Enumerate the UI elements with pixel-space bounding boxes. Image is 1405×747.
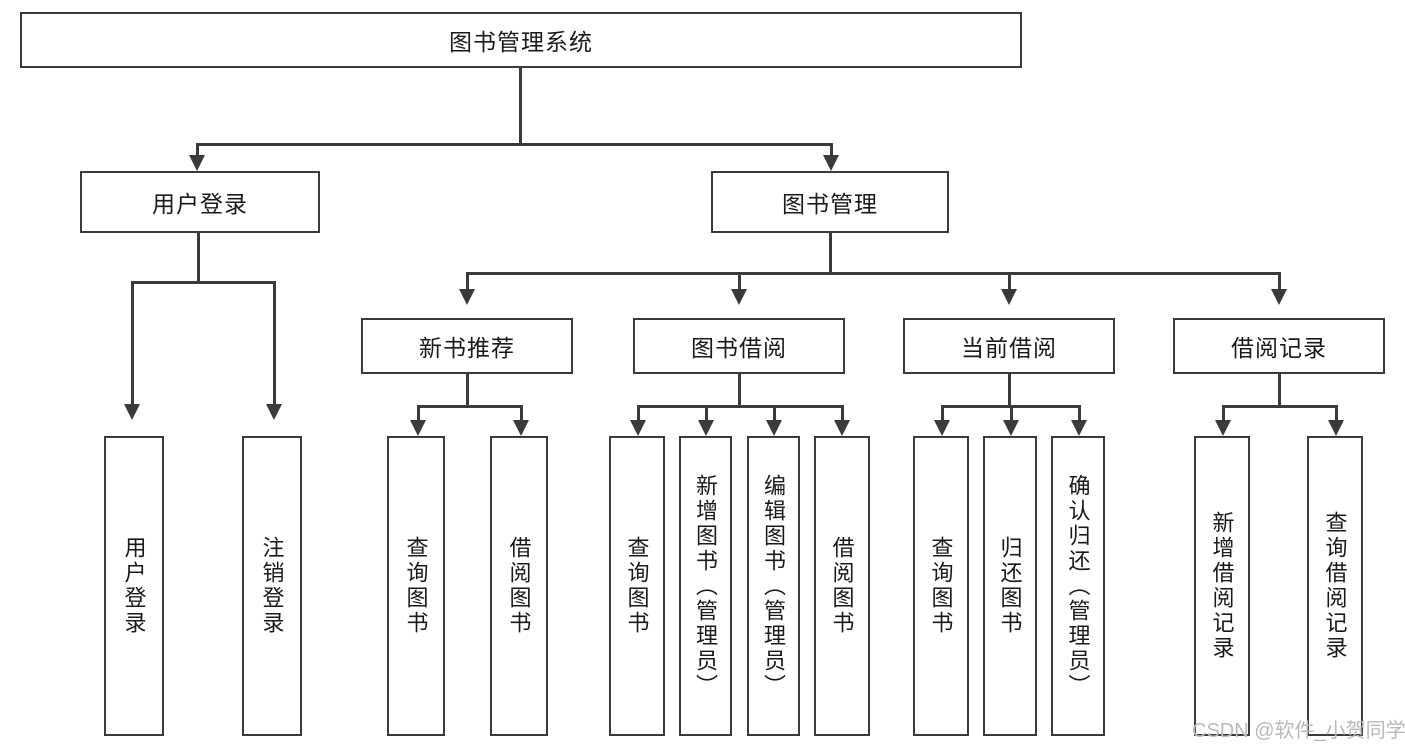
arrow-to-leaf-confirm-return bbox=[1071, 420, 1087, 436]
edge-bb-drop-1 bbox=[637, 405, 640, 423]
edge-root-bus bbox=[196, 143, 833, 146]
edge-bm-drop-2 bbox=[738, 272, 741, 292]
leaf-confirm-return-label: 确认归还（管理员） bbox=[1065, 473, 1091, 699]
edge-root-to-book-manage bbox=[830, 143, 833, 159]
edge-cb-drop-2 bbox=[1010, 405, 1013, 423]
leaf-borrow-book-2[interactable]: 借阅图书 bbox=[814, 436, 870, 736]
leaf-query-book-1-label: 查询图书 bbox=[403, 536, 429, 636]
leaf-borrow-book-2-label: 借阅图书 bbox=[829, 536, 855, 636]
edge-nbr-trunk bbox=[466, 374, 469, 408]
arrow-to-book-borrow bbox=[731, 289, 747, 305]
arrow-to-new-book-recommend bbox=[459, 289, 475, 305]
edge-root-trunk bbox=[519, 68, 522, 144]
leaf-query-record[interactable]: 查询借阅记录 bbox=[1307, 436, 1363, 736]
leaf-edit-book-label: 编辑图书（管理员） bbox=[761, 473, 787, 699]
arrow-to-leaf-query-book-1 bbox=[410, 420, 426, 436]
csdn-watermark: CSDN @软件_小贺同学 bbox=[1192, 720, 1405, 742]
leaf-add-book-label: 新增图书（管理员） bbox=[693, 473, 719, 699]
leaf-user-login[interactable]: 用户登录 bbox=[104, 436, 164, 736]
arrow-to-leaf-query-book-2 bbox=[630, 420, 646, 436]
leaf-query-book-3[interactable]: 查询图书 bbox=[913, 436, 969, 736]
leaf-borrow-book-1[interactable]: 借阅图书 bbox=[490, 436, 548, 736]
node-book-manage[interactable]: 图书管理 bbox=[711, 171, 949, 233]
leaf-query-record-label: 查询借阅记录 bbox=[1322, 511, 1348, 661]
edge-nbr-drop-2 bbox=[520, 405, 523, 423]
arrow-to-leaf-add-record bbox=[1215, 420, 1231, 436]
edge-br-trunk bbox=[1278, 374, 1281, 408]
edge-user-login-bus bbox=[131, 281, 276, 284]
arrow-root-to-book-manage bbox=[823, 155, 839, 171]
node-user-login[interactable]: 用户登录 bbox=[80, 171, 320, 233]
edge-root-to-user-login bbox=[196, 143, 199, 159]
edge-cb-trunk bbox=[1008, 374, 1011, 408]
edge-bm-drop-1 bbox=[466, 272, 469, 292]
node-borrow-record-label: 借阅记录 bbox=[1231, 335, 1327, 361]
node-borrow-record[interactable]: 借阅记录 bbox=[1173, 318, 1385, 374]
edge-book-manage-trunk bbox=[829, 233, 832, 275]
edge-user-login-drop-2 bbox=[273, 281, 276, 407]
node-current-borrow[interactable]: 当前借阅 bbox=[903, 318, 1115, 374]
edge-br-drop-1 bbox=[1222, 405, 1225, 423]
edge-book-manage-bus bbox=[466, 272, 1281, 275]
edge-nbr-drop-1 bbox=[417, 405, 420, 423]
node-book-borrow-label: 图书借阅 bbox=[691, 335, 787, 361]
leaf-user-login-label: 用户登录 bbox=[121, 536, 147, 636]
edge-bm-drop-4 bbox=[1278, 272, 1281, 292]
leaf-query-book-3-label: 查询图书 bbox=[928, 536, 954, 636]
edge-bb-trunk bbox=[738, 374, 741, 408]
leaf-return-book-label: 归还图书 bbox=[997, 536, 1023, 636]
leaf-edit-book[interactable]: 编辑图书（管理员） bbox=[747, 436, 800, 736]
arrow-to-leaf-query-book-3 bbox=[934, 420, 950, 436]
arrow-to-leaf-add-book bbox=[698, 420, 714, 436]
arrow-to-leaf-query-record bbox=[1328, 420, 1344, 436]
edge-user-login-trunk bbox=[197, 233, 200, 283]
leaf-borrow-book-1-label: 借阅图书 bbox=[506, 536, 532, 636]
node-root-label: 图书管理系统 bbox=[449, 29, 593, 55]
leaf-logout[interactable]: 注销登录 bbox=[242, 436, 302, 736]
node-root[interactable]: 图书管理系统 bbox=[20, 12, 1022, 68]
arrow-to-current-borrow bbox=[1001, 289, 1017, 305]
leaf-add-book[interactable]: 新增图书（管理员） bbox=[679, 436, 732, 736]
edge-bb-drop-3 bbox=[773, 405, 776, 423]
node-new-book-recommend[interactable]: 新书推荐 bbox=[361, 318, 573, 374]
edge-bb-bus bbox=[637, 405, 844, 408]
arrow-root-to-user-login bbox=[189, 155, 205, 171]
arrow-to-leaf-user-login bbox=[124, 404, 140, 420]
edge-bb-drop-4 bbox=[841, 405, 844, 423]
edge-br-drop-2 bbox=[1335, 405, 1338, 423]
edge-bm-drop-3 bbox=[1008, 272, 1011, 292]
node-book-borrow[interactable]: 图书借阅 bbox=[633, 318, 845, 374]
arrow-to-leaf-logout bbox=[266, 404, 282, 420]
edge-cb-drop-3 bbox=[1078, 405, 1081, 423]
node-current-borrow-label: 当前借阅 bbox=[961, 335, 1057, 361]
arrow-to-borrow-record bbox=[1271, 289, 1287, 305]
edge-cb-drop-1 bbox=[941, 405, 944, 423]
edge-bb-drop-2 bbox=[705, 405, 708, 423]
arrow-to-leaf-edit-book bbox=[766, 420, 782, 436]
edge-br-bus bbox=[1222, 405, 1338, 408]
edge-nbr-bus bbox=[417, 405, 523, 408]
node-book-manage-label: 图书管理 bbox=[782, 191, 878, 217]
leaf-add-record[interactable]: 新增借阅记录 bbox=[1194, 436, 1250, 736]
leaf-query-book-2[interactable]: 查询图书 bbox=[609, 436, 665, 736]
edge-user-login-drop-1 bbox=[131, 281, 134, 407]
node-user-login-label: 用户登录 bbox=[152, 191, 248, 217]
arrow-to-leaf-borrow-book-2 bbox=[834, 420, 850, 436]
leaf-add-record-label: 新增借阅记录 bbox=[1209, 511, 1235, 661]
leaf-query-book-1[interactable]: 查询图书 bbox=[387, 436, 445, 736]
arrow-to-leaf-borrow-book-1 bbox=[513, 420, 529, 436]
leaf-confirm-return[interactable]: 确认归还（管理员） bbox=[1051, 436, 1105, 736]
leaf-return-book[interactable]: 归还图书 bbox=[983, 436, 1037, 736]
node-new-book-recommend-label: 新书推荐 bbox=[419, 335, 515, 361]
leaf-query-book-2-label: 查询图书 bbox=[624, 536, 650, 636]
arrow-to-leaf-return-book bbox=[1003, 420, 1019, 436]
leaf-logout-label: 注销登录 bbox=[259, 536, 285, 636]
